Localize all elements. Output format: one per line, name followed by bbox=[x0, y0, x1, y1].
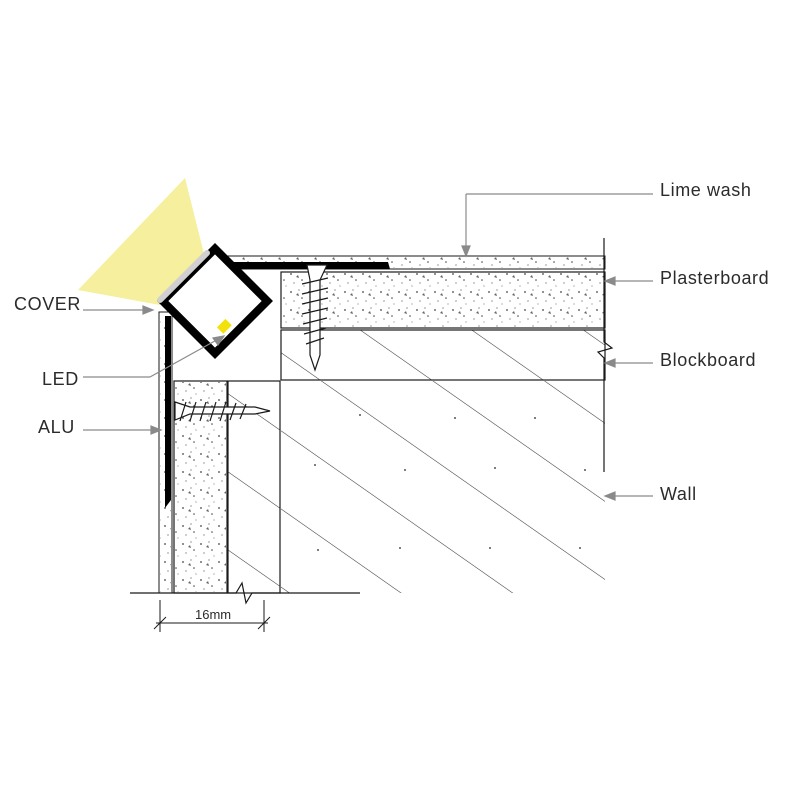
screw-side bbox=[174, 401, 271, 422]
light-beam bbox=[78, 178, 205, 305]
label-cover: COVER bbox=[14, 294, 81, 314]
led-chip bbox=[216, 318, 232, 334]
label-alu: ALU bbox=[38, 417, 75, 437]
blockboard-side bbox=[227, 380, 281, 594]
diffuser-cover bbox=[157, 250, 210, 303]
dimension-16mm bbox=[153, 600, 271, 632]
wall bbox=[281, 381, 605, 593]
screw-top bbox=[301, 264, 329, 372]
label-plasterboard: Plasterboard bbox=[660, 268, 769, 288]
dimension-label: 16mm bbox=[195, 607, 231, 622]
plasterboard-top bbox=[280, 271, 606, 329]
break-lines bbox=[130, 238, 614, 605]
label-blockboard: Blockboard bbox=[660, 350, 756, 370]
leader-lines bbox=[83, 193, 653, 501]
label-led: LED bbox=[42, 369, 79, 389]
blockboard-top bbox=[280, 329, 606, 381]
label-wall: Wall bbox=[660, 484, 697, 504]
label-lime-wash: Lime wash bbox=[660, 180, 751, 200]
